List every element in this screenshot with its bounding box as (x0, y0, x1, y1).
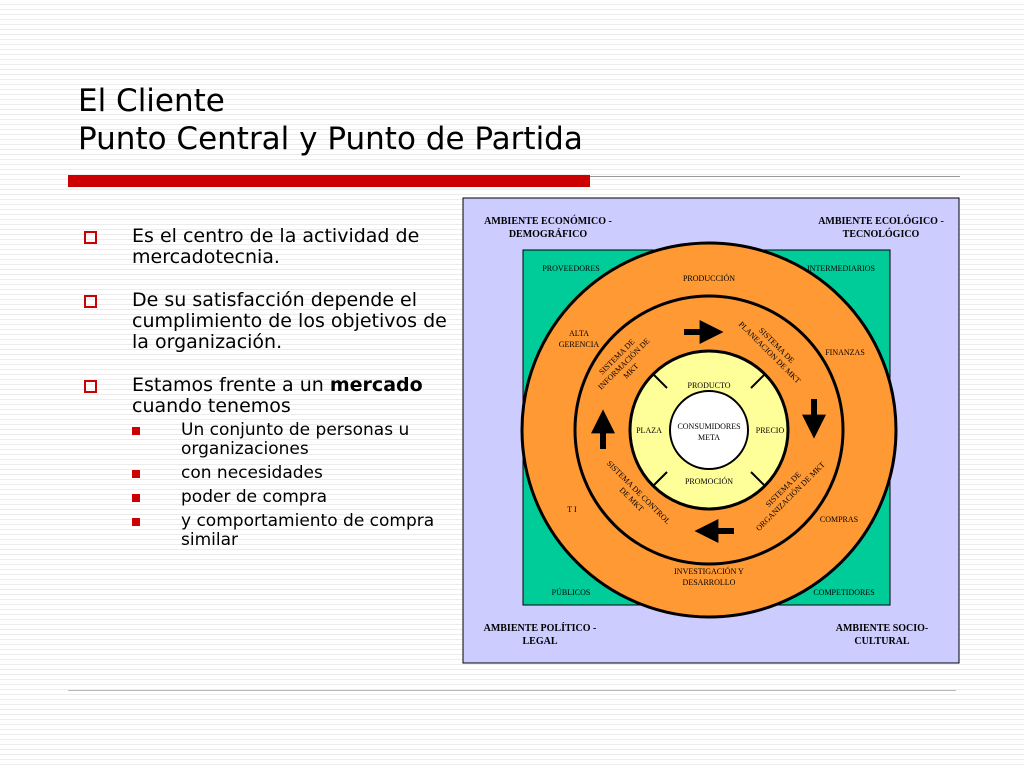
target-consumers-circle (669, 390, 749, 470)
bullet-text-2: De su satisfacción depende el cumplimien… (132, 289, 447, 353)
mix-divider (652, 373, 668, 389)
product-label: PRODUCTO (688, 381, 731, 390)
env-political-label-1: AMBIENTE POLÍTICO - (484, 622, 597, 634)
sub-bullet-text: poder de compra (181, 487, 327, 507)
sub-bullet-text: y comportamiento de compra similar (181, 511, 435, 550)
research-development-label-2: DESARROLLO (683, 578, 736, 587)
filled-square-bullet-icon (132, 427, 140, 435)
sub-bullet-list: Un conjunto de personas u organizaciones… (132, 421, 450, 550)
filled-square-bullet-icon (132, 494, 140, 502)
research-development-label-1: INVESTIGACIÓN Y (674, 566, 744, 576)
it-label: T I (567, 505, 577, 514)
title-line-2: Punto Central y Punto de Partida (78, 121, 583, 157)
title-underline-red (68, 175, 590, 187)
intermediaries-label: INTERMEDIARIOS (807, 264, 875, 273)
bullet-item-1: Es el centro de la actividad de mercadot… (80, 226, 450, 268)
sub-bullet-item: y comportamiento de compra similar (132, 512, 450, 550)
target-consumers-label-2: META (698, 433, 720, 442)
top-management-label-1: ALTA (569, 329, 589, 338)
marketing-systems-ring (573, 294, 845, 566)
finance-label: FINANZAS (825, 348, 865, 357)
suppliers-label: PROVEEDORES (542, 264, 599, 273)
title-line-1: El Cliente (78, 83, 225, 119)
env-sociocultural-label-2: CULTURAL (854, 636, 910, 647)
price-label: PRECIO (756, 426, 785, 435)
bullet-text-1: Es el centro de la actividad de mercadot… (132, 225, 420, 268)
marketing-environment-diagram: AMBIENTE ECONÓMICO - DEMOGRÁFICO AMBIENT… (462, 197, 960, 664)
bullet-text-3-end: cuando tenemos (132, 395, 291, 417)
publics-label: PÚBLICOS (552, 587, 591, 597)
hollow-square-bullet-icon (84, 295, 97, 308)
promotion-label: PROMOCIÓN (685, 476, 733, 486)
env-sociocultural-label-1: AMBIENTE SOCIO- (836, 623, 929, 634)
bullet-text-3-start: Estamos frente a un (132, 374, 330, 396)
purchasing-label: COMPRAS (820, 515, 858, 524)
mix-divider (750, 471, 766, 487)
bullet-list: Es el centro de la actividad de mercadot… (80, 226, 450, 555)
filled-square-bullet-icon (132, 518, 140, 526)
production-label: PRODUCCIÓN (683, 273, 735, 283)
sub-bullet-text: con necesidades (181, 463, 323, 483)
bullet-item-2: De su satisfacción depende el cumplimien… (80, 290, 450, 353)
sub-bullet-item: poder de compra (132, 488, 450, 507)
slide-title: El Cliente Punto Central y Punto de Part… (78, 82, 583, 158)
sub-bullet-item: Un conjunto de personas u organizaciones (132, 421, 450, 459)
place-label: PLAZA (636, 426, 662, 435)
sub-bullet-text: Un conjunto de personas u organizaciones (181, 420, 410, 459)
bullet-text-3-bold: mercado (329, 374, 423, 396)
hollow-square-bullet-icon (84, 380, 97, 393)
mix-divider (750, 373, 766, 389)
mix-divider (652, 471, 668, 487)
env-ecological-label-1: AMBIENTE ECOLÓGICO - (818, 215, 944, 227)
footer-rule (68, 690, 956, 691)
competitors-label: COMPETIDORES (813, 588, 874, 597)
sub-bullet-item: con necesidades (132, 464, 450, 483)
env-political-label-2: LEGAL (522, 636, 557, 647)
title-underline-gray (590, 176, 960, 177)
filled-square-bullet-icon (132, 470, 140, 478)
top-management-label-2: GERENCIA (559, 340, 600, 349)
env-ecological-label-2: TECNOLÓGICO (843, 228, 920, 240)
target-consumers-label-1: CONSUMIDORES (677, 422, 740, 431)
hollow-square-bullet-icon (84, 231, 97, 244)
env-economic-label-1: AMBIENTE ECONÓMICO - (484, 215, 612, 227)
env-economic-label-2: DEMOGRÁFICO (509, 228, 588, 240)
bullet-item-3: Estamos frente a un mercado cuando tenem… (80, 375, 450, 550)
